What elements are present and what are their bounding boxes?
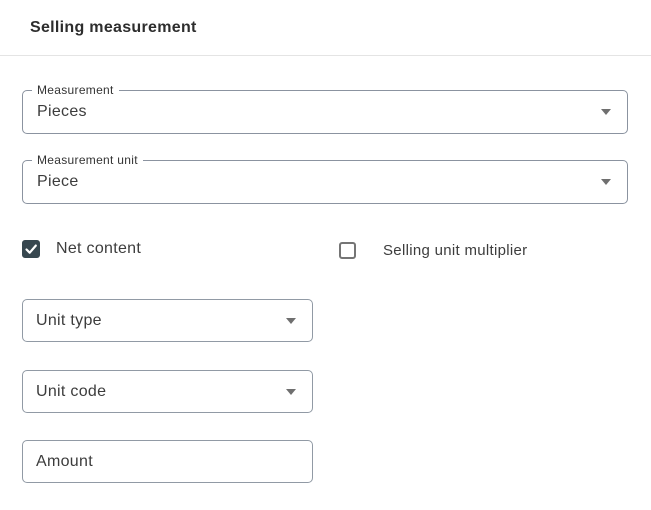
- net-content-label[interactable]: Net content: [56, 240, 142, 257]
- amount-input[interactable]: [22, 440, 313, 483]
- selling-unit-multiplier-label[interactable]: Selling unit multiplier: [383, 242, 528, 259]
- measurement-unit-select[interactable]: Measurement unit Piece: [22, 153, 628, 204]
- measurement-unit-label: Measurement unit: [32, 153, 143, 167]
- page-title: Selling measurement: [30, 19, 197, 36]
- measurement-select[interactable]: Measurement Pieces: [22, 83, 628, 134]
- net-content-checkbox-row: Net content: [22, 240, 141, 258]
- measurement-label: Measurement: [32, 83, 119, 97]
- header-divider: [0, 55, 651, 56]
- unit-code-label: Unit code: [36, 382, 107, 400]
- measurement-value: Pieces: [37, 103, 87, 120]
- selling-unit-multiplier-checkbox-row: Selling unit multiplier: [339, 242, 527, 259]
- checkmark-icon: [25, 244, 37, 254]
- unit-type-select[interactable]: Unit type: [22, 299, 313, 342]
- net-content-checkbox[interactable]: [22, 240, 40, 258]
- caret-down-icon: [286, 388, 296, 395]
- caret-down-icon: [601, 109, 611, 115]
- unit-code-select[interactable]: Unit code: [22, 370, 313, 413]
- caret-down-icon: [601, 179, 611, 185]
- caret-down-icon: [286, 317, 296, 324]
- selling-unit-multiplier-checkbox[interactable]: [339, 242, 356, 259]
- measurement-unit-value: Piece: [37, 173, 79, 190]
- unit-type-label: Unit type: [36, 311, 102, 329]
